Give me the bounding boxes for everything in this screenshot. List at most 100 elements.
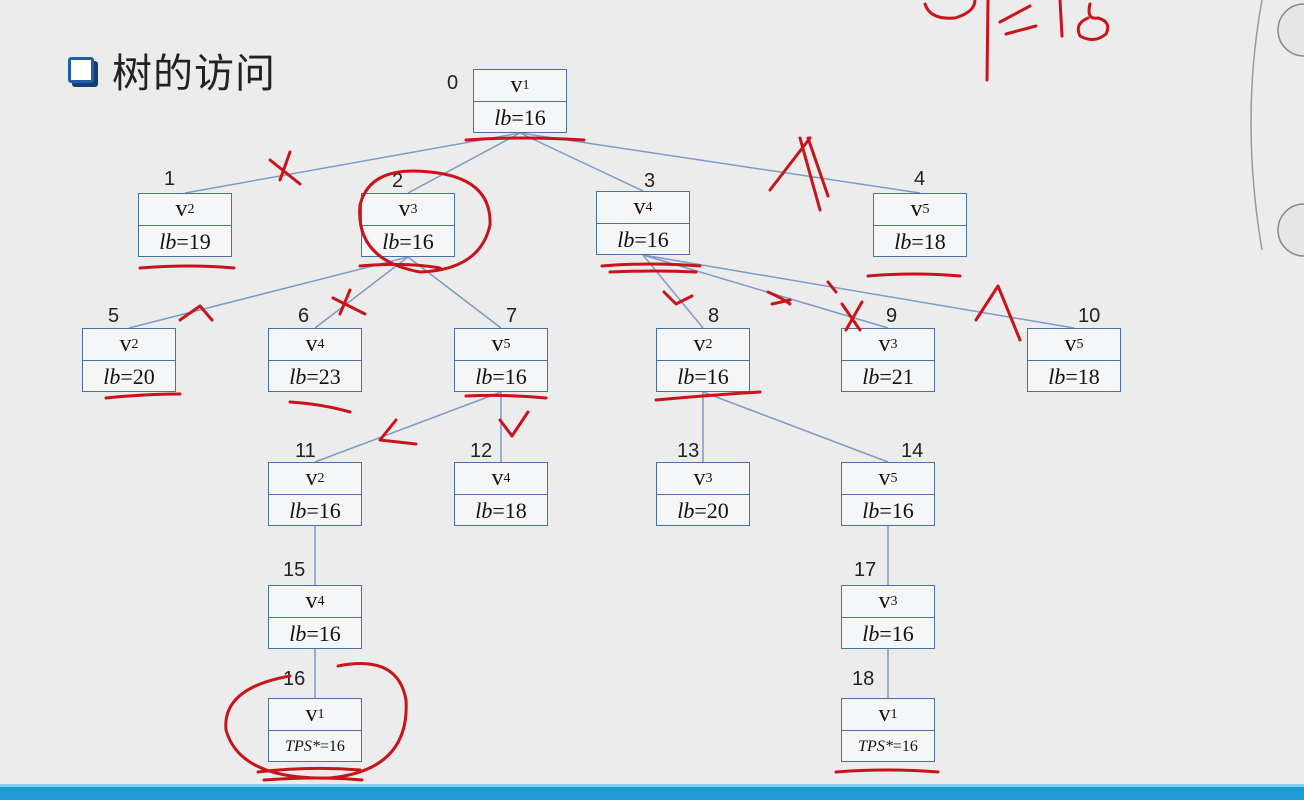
variable-index: 1 [522, 77, 530, 93]
bound-value: 18 [1077, 363, 1100, 389]
variable-symbol: v [878, 588, 891, 614]
node-id-label: 16 [283, 668, 306, 690]
equals-sign: = [892, 737, 902, 755]
variable-symbol: v [878, 465, 891, 491]
bound-label: lb [289, 497, 307, 523]
variable-symbol: v [491, 331, 504, 357]
node-id-label: 9 [886, 305, 898, 327]
node-id-label: 10 [1078, 305, 1101, 327]
node-id-label: 14 [901, 440, 924, 462]
bound-label: lb [475, 497, 493, 523]
equals-sign: = [492, 497, 505, 523]
bound-label: lb [475, 363, 493, 389]
equals-sign: = [399, 228, 412, 254]
node-id-label: 4 [914, 168, 926, 190]
equals-sign: = [694, 363, 707, 389]
node-bound: lb=20 [83, 361, 175, 392]
node-bound: lb=19 [139, 226, 231, 257]
node-bound: lb=16 [597, 224, 689, 255]
node-id-label: 11 [295, 440, 316, 462]
node-bound: lb=16 [657, 361, 749, 392]
bound-value: 18 [923, 228, 946, 254]
equals-sign: = [319, 737, 329, 755]
node-id-label: 3 [644, 170, 656, 192]
square-bullet-icon [68, 57, 94, 83]
bound-label: lb [494, 104, 512, 130]
bound-value: 18 [504, 497, 527, 523]
node-bound: TPS*=16 [269, 731, 361, 762]
variable-symbol: v [305, 465, 318, 491]
slide-title: 树的访问 [68, 44, 276, 97]
node-bound: lb=21 [842, 361, 934, 392]
tree-edge [128, 256, 409, 329]
variable-symbol: v [491, 465, 504, 491]
variable-symbol: v [398, 196, 411, 222]
bound-label: lb [617, 226, 635, 252]
bound-label: lb [894, 228, 912, 254]
bound-label: lb [862, 620, 880, 646]
variable-symbol: v [693, 465, 706, 491]
variable-symbol: v [305, 588, 318, 614]
variable-index: 1 [317, 706, 325, 722]
bottom-progress-bar [0, 784, 1304, 800]
equals-sign: = [120, 363, 133, 389]
node-bound: TPS*=16 [842, 731, 934, 762]
variable-index: 2 [187, 201, 195, 217]
equals-sign: = [176, 228, 189, 254]
variable-index: 4 [503, 470, 511, 486]
bound-value: 16 [504, 363, 527, 389]
equals-sign: = [694, 497, 707, 523]
node-id-label: 1 [164, 168, 176, 190]
node-bound: lb=16 [842, 495, 934, 526]
node-id-label: 13 [677, 440, 700, 462]
bound-value: 16 [411, 228, 434, 254]
variable-index: 5 [503, 336, 511, 352]
equals-sign: = [911, 228, 924, 254]
bound-value: 16 [706, 363, 729, 389]
variable-index: 5 [1076, 336, 1084, 352]
equals-sign: = [879, 363, 892, 389]
node-id-label: 0 [447, 72, 459, 94]
final-label: TPS* [285, 737, 320, 755]
bound-label: lb [289, 620, 307, 646]
node-id-label: 17 [854, 559, 877, 581]
tree-edge [642, 254, 704, 329]
tree-edge [702, 391, 889, 463]
bound-value: 16 [646, 226, 669, 252]
bound-label: lb [382, 228, 400, 254]
variable-symbol: v [878, 331, 891, 357]
tree-edge [407, 132, 521, 194]
equals-sign: = [1065, 363, 1078, 389]
bound-label: lb [677, 363, 695, 389]
node-id-label: 8 [708, 305, 720, 327]
title-text: 树的访问 [112, 51, 276, 97]
variable-index: 2 [317, 470, 325, 486]
bound-value: 19 [188, 228, 211, 254]
variable-index: 3 [410, 201, 418, 217]
variable-index: 3 [890, 336, 898, 352]
bound-value: 16 [901, 737, 918, 755]
bottom-bar-highlight [0, 784, 1304, 787]
bound-value: 23 [318, 363, 341, 389]
node-bound: lb=16 [455, 361, 547, 392]
